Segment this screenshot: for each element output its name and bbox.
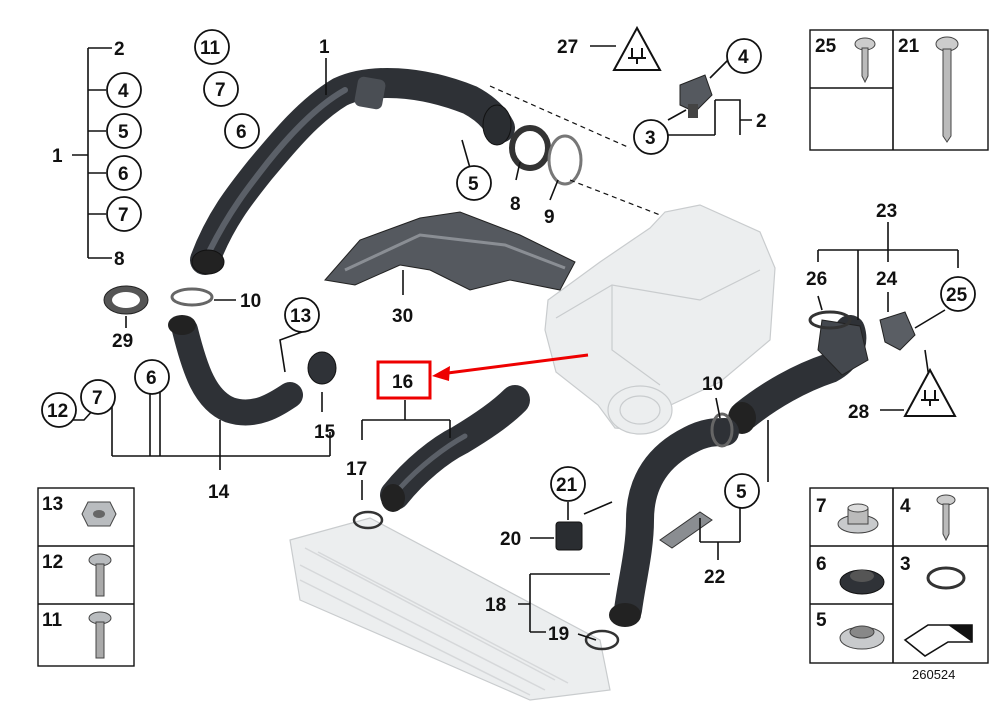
label-27: 27	[557, 37, 578, 58]
label-26: 26	[806, 269, 827, 290]
legend-parts-right: 7 4 6 3 5 260524	[809, 487, 989, 682]
legend-r-5: 5	[816, 610, 827, 631]
label-3-sensor: 3	[645, 128, 656, 149]
label-4: 4	[118, 81, 129, 102]
legend-r-3: 3	[900, 554, 911, 575]
intercooler	[289, 517, 611, 701]
hose-18	[609, 418, 739, 627]
label-18: 18	[485, 595, 506, 616]
label-11: 11	[200, 38, 221, 59]
highlight-box-16	[376, 360, 432, 400]
legend-r-6: 6	[816, 554, 827, 575]
legend-25: 25	[815, 36, 837, 57]
label-16: 16	[392, 372, 413, 393]
label-6-hose: 6	[146, 368, 157, 389]
sensor-24	[879, 311, 916, 351]
label-22: 22	[704, 567, 725, 588]
rubber-cap-15	[307, 351, 337, 385]
hose-16	[380, 385, 530, 512]
air-filter-housing	[544, 204, 776, 435]
label-8: 8	[114, 249, 125, 270]
label-9-mid: 9	[544, 207, 555, 228]
label-1-left: 1	[52, 146, 63, 167]
label-29: 29	[112, 331, 133, 352]
legend-11: 11	[42, 610, 63, 631]
seal-17	[352, 510, 384, 530]
warning-triangle-28-icon	[903, 367, 957, 417]
label-6-top: 6	[236, 122, 247, 143]
label-19: 19	[548, 624, 569, 645]
label-12-hose: 12	[47, 401, 68, 422]
label-5-mid: 5	[468, 174, 479, 195]
label-13-mid: 13	[290, 306, 311, 327]
legend-13: 13	[42, 494, 63, 515]
sensor-4-top	[679, 74, 713, 118]
legend-r-7: 7	[816, 496, 827, 517]
label-25-right: 25	[946, 285, 968, 306]
clamp-9	[547, 134, 583, 186]
label-10-left: 10	[240, 291, 261, 312]
legend-r-4: 4	[900, 496, 911, 517]
label-7: 7	[118, 205, 129, 226]
ring-29	[103, 285, 149, 315]
charge-air-pipe-1	[190, 67, 515, 275]
warning-triangle-27-icon	[612, 25, 662, 71]
diagram-number: 260524	[912, 667, 955, 682]
label-20: 20	[500, 529, 521, 550]
label-6: 6	[118, 164, 129, 185]
label-1-top: 1	[319, 37, 330, 58]
label-4-sensor: 4	[738, 47, 749, 68]
label-10-right: 10	[702, 374, 723, 395]
label-8-mid: 8	[510, 194, 521, 215]
label-2: 2	[114, 39, 125, 60]
callouts: 2 4 5 6 7 8 1 11 7 6 1 5 8 9 27 4 3 2 30…	[41, 29, 976, 645]
legend-12: 12	[42, 552, 63, 573]
label-7-hose: 7	[92, 388, 103, 409]
legend-21: 21	[898, 36, 920, 57]
label-30: 30	[392, 306, 413, 327]
rubber-mount-20	[555, 521, 583, 551]
hose-6-small	[168, 315, 303, 426]
label-23: 23	[876, 201, 897, 222]
clamp-10-left	[170, 287, 214, 307]
seal-19	[584, 629, 620, 651]
label-14: 14	[208, 482, 230, 503]
throttle-hose-right	[728, 315, 869, 434]
label-5: 5	[118, 122, 129, 143]
bracket-22	[659, 511, 713, 549]
label-24: 24	[876, 269, 898, 290]
label-21-mid: 21	[556, 475, 578, 496]
heat-shield-30	[324, 211, 576, 291]
legend-bolts-left: 13 12 11	[37, 487, 135, 667]
label-5-right: 5	[736, 482, 747, 503]
label-17: 17	[346, 459, 367, 480]
label-15: 15	[314, 422, 336, 443]
label-28: 28	[848, 402, 869, 423]
legend-screws-top: 25 21	[809, 29, 989, 151]
clamp-10-right	[710, 412, 734, 448]
label-2-sensor: 2	[756, 111, 767, 132]
seal-26	[808, 310, 852, 330]
seal-8	[509, 125, 551, 171]
label-7-top: 7	[215, 80, 226, 101]
